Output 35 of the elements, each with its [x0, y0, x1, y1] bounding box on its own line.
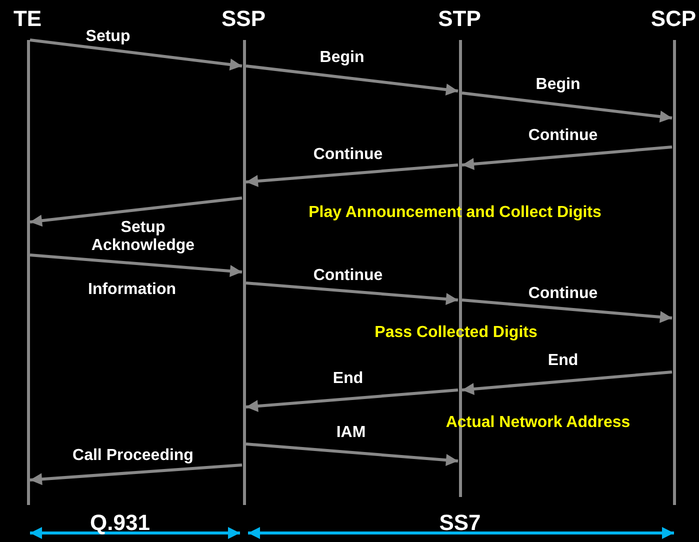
message-label: IAM: [335, 424, 367, 442]
message-label: Begin: [318, 49, 366, 67]
note: Actual Network Address: [446, 414, 630, 432]
protocol-label: SS7: [439, 511, 481, 535]
message-label: End: [546, 352, 580, 370]
message-label: Setup Acknowledge: [90, 219, 196, 255]
message-arrow: [462, 146, 672, 170]
message-label: Continue: [312, 267, 384, 285]
message-arrow: [246, 282, 458, 306]
message-arrow: [462, 370, 672, 395]
message-label: Continue: [312, 146, 384, 164]
message-label: Continue: [527, 127, 599, 145]
note: Pass Collected Digits: [374, 324, 538, 342]
message-arrow: [30, 464, 242, 486]
message-label: Setup: [84, 28, 132, 46]
message-label: Begin: [534, 76, 582, 94]
message-arrow: [246, 388, 458, 412]
protocol-label: Q.931: [90, 511, 150, 535]
message-label: Call Proceeding: [72, 447, 194, 465]
message-label: Continue: [527, 285, 599, 303]
message-arrow: [30, 38, 242, 70]
participant-name: STP: [437, 6, 482, 32]
message-arrow: [246, 164, 458, 188]
message-arrow: [246, 442, 458, 466]
message-arrow: [462, 92, 672, 123]
participant-name: SCP: [650, 6, 698, 32]
message-label: Information: [87, 281, 177, 299]
message-arrow: [30, 196, 242, 227]
message-arrow: [462, 298, 672, 323]
message-arrow: [30, 254, 242, 278]
participant-name: SSP: [220, 6, 267, 32]
note: Play Announcement and Collect Digits: [308, 204, 602, 222]
participant-name: TE: [12, 6, 43, 32]
message-label: End: [332, 370, 364, 388]
message-arrow: [246, 64, 458, 96]
